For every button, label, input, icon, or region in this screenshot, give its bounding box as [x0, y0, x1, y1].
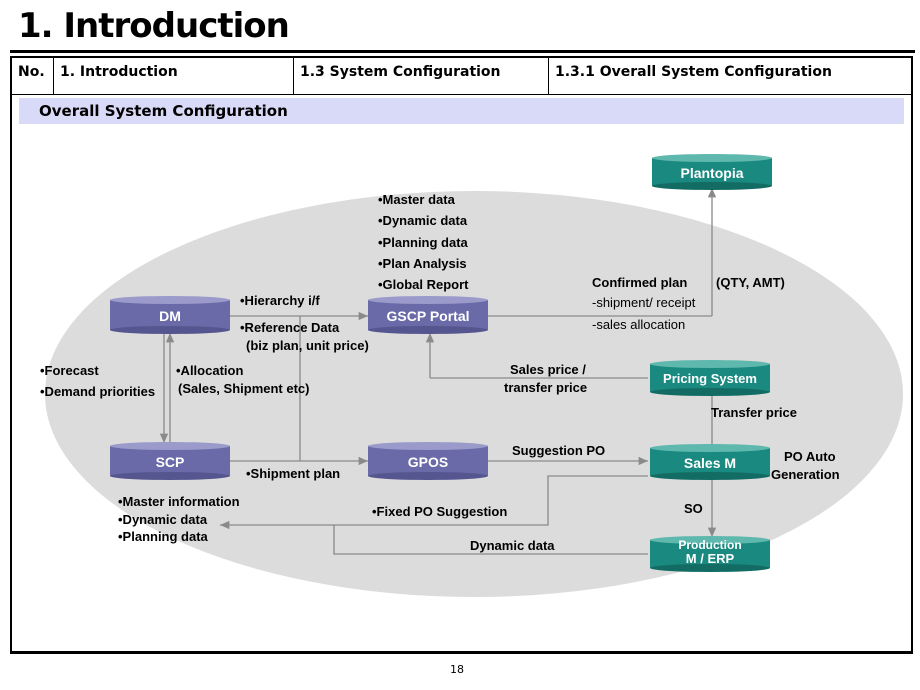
page-title: 1. Introduction	[18, 6, 290, 46]
hierarchy-label: •Hierarchy i/f	[240, 293, 320, 308]
sales-m-label: Sales M	[684, 455, 736, 471]
reference-data-detail: (biz plan, unit price)	[246, 338, 369, 353]
header-section: 1.3 System Configuration	[294, 58, 549, 94]
sales-price-label: Sales price /	[510, 362, 586, 377]
gscp-label: GSCP Portal	[387, 308, 470, 324]
dm-node: DM	[110, 296, 230, 334]
forecast-label: •Forecast	[40, 363, 99, 378]
page-number: 18	[450, 663, 464, 676]
system-boundary-ellipse	[45, 191, 903, 597]
gscp-item-dynamic-data: •Dynamic data	[378, 213, 468, 228]
gscp-item-planning-data: •Planning data	[378, 235, 469, 250]
production-label-2: M / ERP	[686, 551, 735, 566]
production-erp-node: Production M / ERP	[650, 536, 770, 572]
sales-allocation-label: -sales allocation	[592, 317, 685, 332]
plantopia-label: Plantopia	[680, 165, 743, 181]
dynamic-data-label-3: Dynamic data	[470, 538, 555, 553]
gpos-node: GPOS	[368, 442, 488, 480]
po-generation-label: Generation	[771, 467, 840, 482]
header-no: No.	[12, 58, 54, 94]
transfer-price-label-2: Transfer price	[711, 405, 797, 420]
dynamic-data-label-2: •Dynamic data	[118, 512, 208, 527]
scp-label: SCP	[156, 454, 185, 470]
title-underline	[10, 50, 915, 53]
content-frame: No. 1. Introduction 1.3 System Configura…	[10, 56, 913, 654]
confirmed-plan-label: Confirmed plan	[592, 275, 687, 290]
dm-label: DM	[159, 308, 181, 324]
header-divider	[12, 94, 911, 95]
suggestion-po-label: Suggestion PO	[512, 443, 605, 458]
allocation-label: •Allocation	[176, 363, 243, 378]
fixed-po-label: •Fixed PO Suggestion	[372, 504, 507, 519]
header-subsection: 1.3.1 Overall System Configuration	[555, 64, 832, 80]
dynamic-data-line	[333, 525, 648, 555]
gscp-node: GSCP Portal	[368, 296, 488, 334]
planning-data-label-2: •Planning data	[118, 529, 209, 544]
shipment-plan-label: •Shipment plan	[246, 466, 340, 481]
demand-priorities-label: •Demand priorities	[40, 384, 155, 399]
production-label-1: Production	[678, 538, 741, 552]
fixed-po-arrow	[220, 475, 648, 530]
header-chapter: 1. Introduction	[54, 58, 294, 94]
plantopia-node: Plantopia	[652, 154, 772, 190]
master-information-label: •Master information	[118, 494, 240, 509]
pricing-system-label: Pricing System	[663, 371, 757, 386]
section-title: Overall System Configuration	[39, 102, 288, 120]
scp-node: SCP	[110, 442, 230, 480]
gscp-item-plan-analysis: •Plan Analysis	[378, 256, 467, 271]
pricing-system-node: Pricing System	[650, 360, 770, 396]
section-bar: Overall System Configuration	[19, 98, 904, 124]
transfer-price-label-1: transfer price	[504, 380, 587, 395]
gscp-item-global-report: •Global Report	[378, 277, 469, 292]
allocation-detail: (Sales, Shipment etc)	[178, 381, 309, 396]
qty-amt-label: (QTY, AMT)	[716, 275, 785, 290]
so-label: SO	[684, 501, 703, 516]
gscp-item-master-data: •Master data	[378, 192, 456, 207]
shipment-receipt-label: -shipment/ receipt	[592, 295, 696, 310]
reference-data-label: •Reference Data	[240, 320, 340, 335]
gpos-label: GPOS	[408, 454, 448, 470]
po-auto-label: PO Auto	[784, 449, 836, 464]
sales-m-node: Sales M	[650, 444, 770, 480]
